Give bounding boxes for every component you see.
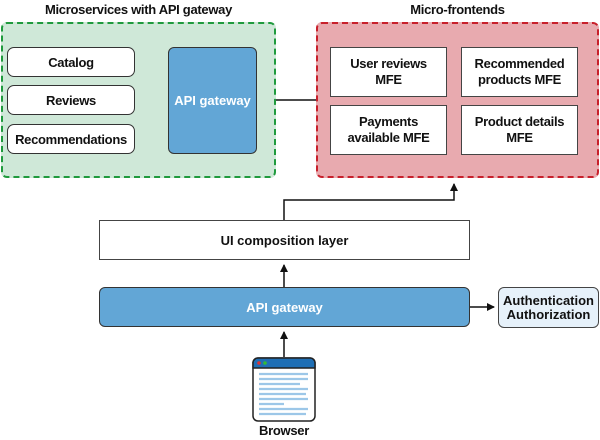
reviews-service[interactable]: Reviews — [7, 85, 135, 115]
mfe-line: Product details — [474, 114, 565, 129]
catalog-service[interactable]: Catalog — [7, 47, 135, 77]
api-gateway-internal[interactable]: API gateway — [168, 47, 257, 154]
ui-composition-layer[interactable]: UI composition layer — [99, 220, 470, 260]
mfe-line: Recommended — [474, 56, 565, 71]
recommendations-service[interactable]: Recommendations — [7, 124, 135, 154]
auth-line: Authentication — [503, 292, 594, 308]
mfe-line: products MFE — [477, 72, 562, 87]
mfe-line: User reviews — [350, 56, 427, 71]
mfe-line: available MFE — [347, 130, 430, 145]
browser-label: Browser — [259, 423, 309, 438]
auth-line: Authorization — [506, 306, 591, 322]
mfe-line: MFE — [375, 72, 402, 87]
mfe-line: MFE — [506, 130, 533, 145]
ui-to-mfe-arrow — [283, 183, 458, 220]
mfe-line: Payments — [358, 114, 419, 129]
microfrontends-group-title: Micro-frontends — [410, 2, 505, 17]
microservices-group-title: Microservices with API gateway — [44, 2, 233, 17]
api-gateway[interactable]: API gateway — [99, 287, 470, 327]
browser-icon[interactable] — [252, 357, 316, 422]
